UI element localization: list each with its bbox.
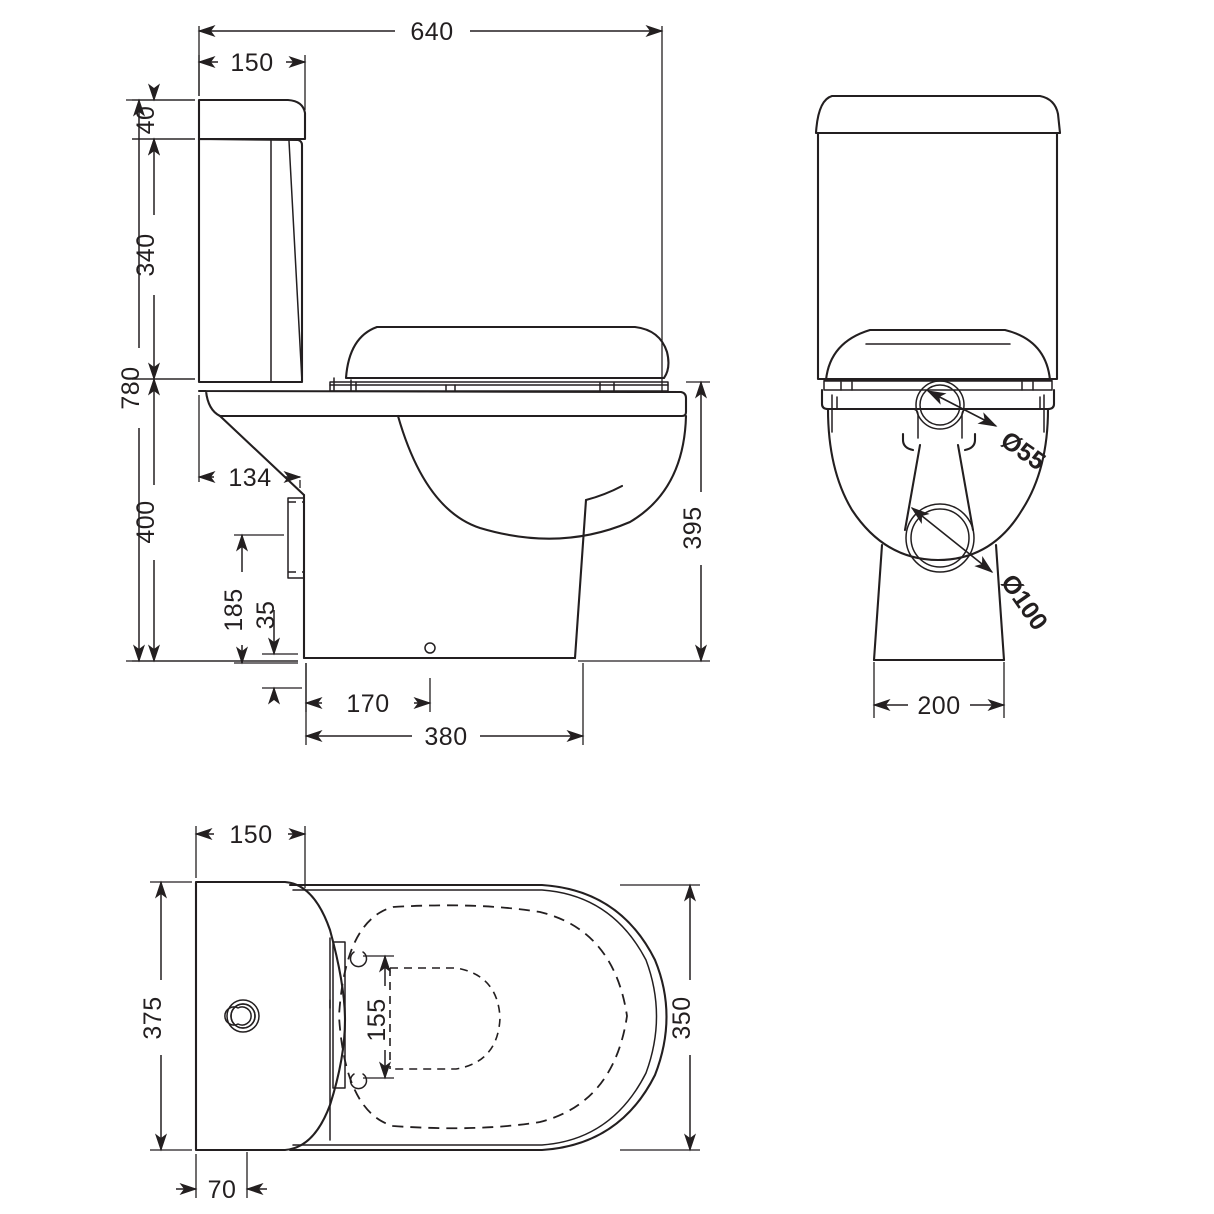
front-seat-ring bbox=[823, 380, 1053, 391]
plan-flush-button bbox=[224, 999, 260, 1033]
dim-label-185: 185 bbox=[220, 588, 248, 631]
dim-350-bowl-width: 350 bbox=[620, 883, 700, 1152]
dim-380-base-depth: 380 bbox=[304, 663, 585, 751]
dim-label-150-plan: 150 bbox=[229, 821, 272, 849]
dim-40-lid-height: 40 bbox=[132, 83, 195, 156]
side-elevation-view: 640 150 40 340 bbox=[117, 18, 710, 751]
dim-640-overall-depth: 640 bbox=[197, 18, 664, 392]
dim-134-inlet-offset: 134 bbox=[197, 395, 302, 492]
dim-label-35: 35 bbox=[252, 601, 280, 630]
callout-label-dia-100: Ø100 bbox=[995, 569, 1053, 635]
callout-dia-55: Ø55 bbox=[926, 390, 1051, 476]
side-cistern-lid bbox=[197, 98, 307, 141]
dim-label-155: 155 bbox=[363, 998, 391, 1041]
dim-label-780: 780 bbox=[117, 366, 145, 409]
dim-label-400: 400 bbox=[132, 500, 160, 543]
dim-label-640: 640 bbox=[410, 18, 453, 46]
side-inlet-connector bbox=[287, 497, 305, 579]
front-cistern-lid bbox=[814, 94, 1062, 135]
front-elevation-view: Ø55 Ø100 200 bbox=[814, 94, 1062, 720]
plan-pan-outline bbox=[288, 883, 668, 1152]
dim-200-base-width: 200 bbox=[872, 662, 1006, 720]
plan-cistern bbox=[194, 880, 347, 1152]
plan-cistern-joint bbox=[329, 937, 346, 1141]
dim-340-cistern-height: 340 bbox=[132, 137, 195, 381]
dim-label-200: 200 bbox=[917, 692, 960, 720]
dim-label-134: 134 bbox=[228, 464, 271, 492]
dim-label-170: 170 bbox=[346, 690, 389, 718]
dim-70-back-offset: 70 bbox=[176, 1152, 267, 1204]
dim-label-40: 40 bbox=[132, 106, 160, 135]
dim-395-pan-projection: 395 bbox=[578, 380, 710, 663]
front-seat-lid bbox=[823, 328, 1053, 382]
side-seat-lid bbox=[344, 325, 670, 380]
dim-185-inlet-height: 185 bbox=[220, 533, 298, 665]
side-cistern-body bbox=[197, 137, 304, 384]
front-waste-outlet-circle bbox=[905, 503, 975, 573]
dim-label-375: 375 bbox=[139, 996, 167, 1039]
dim-label-340: 340 bbox=[132, 233, 160, 276]
dim-155-fixing-centres: 155 bbox=[363, 954, 394, 1080]
dim-375-overall-width: 375 bbox=[139, 880, 192, 1152]
dim-170-fixing-offset: 170 bbox=[304, 663, 432, 718]
dim-label-70: 70 bbox=[208, 1176, 237, 1204]
dim-label-380: 380 bbox=[424, 723, 467, 751]
dim-35-inlet-depth: 35 bbox=[252, 601, 302, 705]
dim-label-150-side: 150 bbox=[230, 49, 273, 77]
callout-label-dia-55: Ø55 bbox=[996, 426, 1051, 476]
plan-bowl-opening bbox=[389, 967, 501, 1070]
dim-150-plan-depth: 150 bbox=[194, 821, 307, 888]
plan-view: 150 375 155 350 bbox=[139, 821, 700, 1204]
side-fixing-hole bbox=[424, 642, 436, 654]
dim-label-350: 350 bbox=[668, 996, 696, 1039]
dim-label-395: 395 bbox=[679, 506, 707, 549]
dim-150-cistern-depth: 150 bbox=[197, 49, 307, 110]
side-seat-ring bbox=[329, 377, 669, 392]
front-cistern-body bbox=[816, 131, 1059, 381]
plan-seat-outline bbox=[338, 904, 628, 1130]
dim-400-seat-height: 400 bbox=[132, 377, 298, 663]
